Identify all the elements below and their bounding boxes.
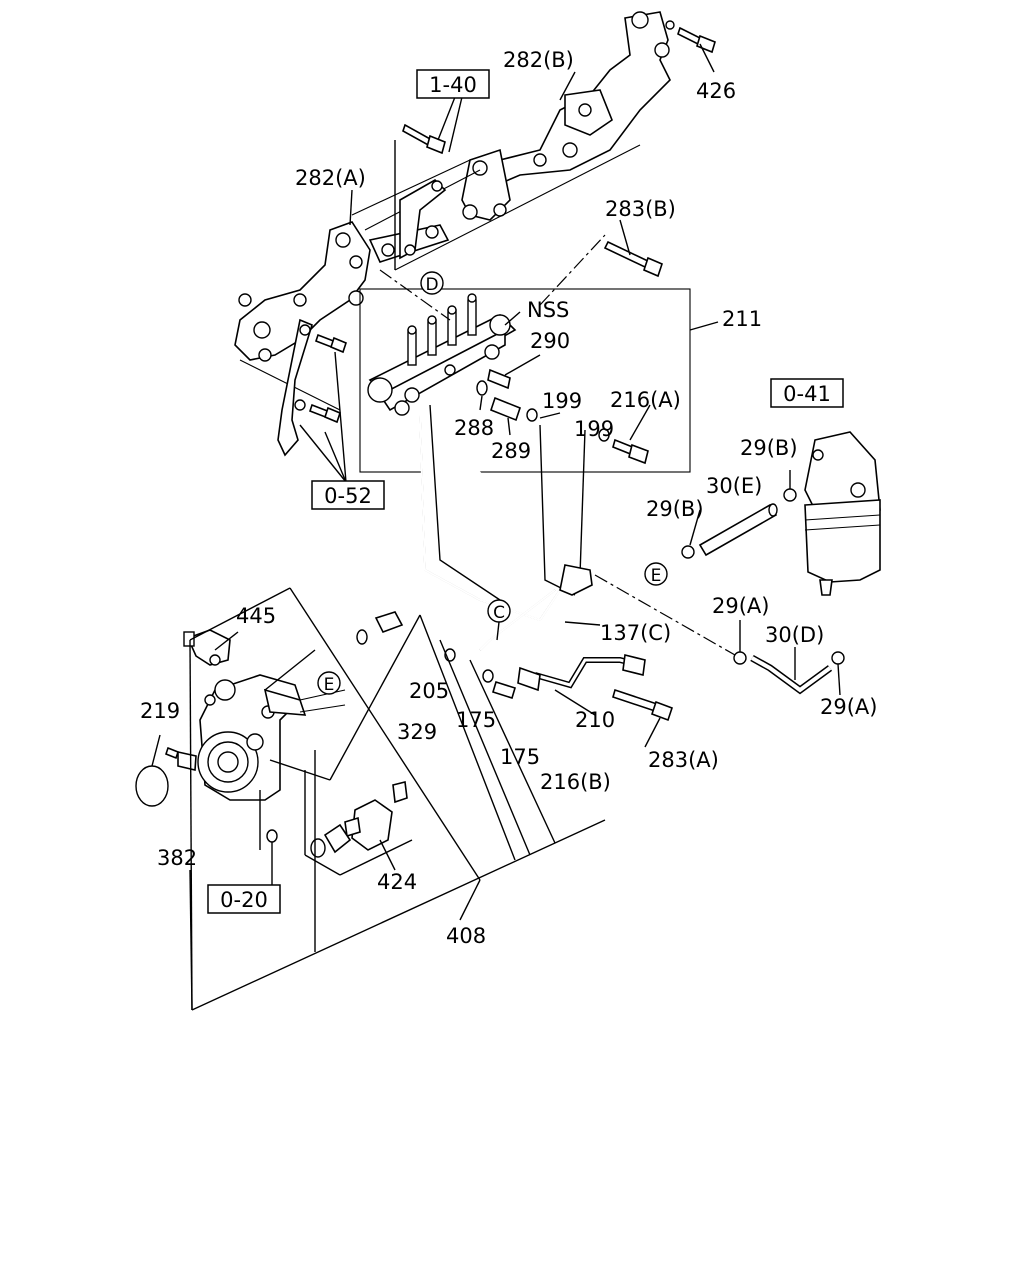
connector-d: D: [420, 271, 444, 295]
callout-408: 408: [446, 924, 486, 948]
callout-29b-left: 29(B): [646, 497, 704, 521]
ref-box-label: 0-20: [220, 888, 268, 912]
callout-283a: 283(A): [648, 748, 719, 772]
connector-e-filter: E: [644, 562, 668, 586]
callout-426: 426: [696, 79, 736, 103]
clamp-29b-left: [681, 545, 695, 559]
bracket-282b: [461, 11, 671, 221]
washers-175: [444, 648, 494, 683]
pipe-137c: [419, 404, 593, 651]
fuel-filter: [804, 431, 881, 596]
bolt-0-52-upper: [315, 333, 347, 354]
bolt-283b: [603, 240, 663, 278]
callout-382: 382: [157, 846, 197, 870]
connector-c-label: C: [493, 603, 505, 623]
key-382: [165, 746, 179, 760]
washer-199-b: [598, 428, 610, 442]
callout-282b: 282(B): [503, 48, 574, 72]
connector-e-label: E: [651, 566, 662, 586]
bolt-1-40: [402, 123, 446, 155]
callout-175-a: 175: [456, 708, 496, 732]
clamp-29b-top: [783, 488, 797, 502]
valve-424: [310, 781, 408, 858]
ref-box-1-40[interactable]: 1-40: [416, 69, 490, 99]
callout-nss: NSS: [527, 298, 569, 322]
callout-labels: 426 282(B) 282(A) 283(B) 211 NSS 290 199…: [140, 48, 877, 948]
washer-0-20: [266, 829, 278, 843]
leader-382: [189, 869, 193, 1011]
clamp-29a-left: [733, 651, 747, 665]
callout-199-a: 199: [542, 389, 582, 413]
common-rail-211: [367, 293, 517, 416]
fitting-329: [356, 611, 404, 645]
callout-211: 211: [722, 307, 762, 331]
plug-289: [490, 396, 521, 422]
washer-288: [476, 380, 488, 396]
callout-216b: 216(B): [540, 770, 611, 794]
ref-box-label: 0-52: [324, 484, 372, 508]
callout-288: 288: [454, 416, 494, 440]
callout-445: 445: [236, 604, 276, 628]
washer-199-a: [526, 408, 538, 422]
sensor-290: [487, 368, 511, 390]
callout-210: 210: [575, 708, 615, 732]
callout-283b: 283(B): [605, 197, 676, 221]
bolt-216a: [612, 438, 649, 465]
callout-29b-top: 29(B): [740, 436, 798, 460]
callout-29a-right: 29(A): [820, 695, 877, 719]
callout-282a: 282(A): [295, 166, 366, 190]
leader-408: [459, 879, 481, 921]
bracket-282a: [234, 221, 450, 362]
callout-199-b: 199: [574, 417, 614, 441]
dash-line-3: [594, 574, 736, 656]
oring-219: [135, 765, 169, 807]
bracket-frame-lines: [239, 144, 641, 457]
ref-box-0-41[interactable]: 0-41: [770, 378, 844, 408]
hose-30d: [750, 654, 833, 695]
callout-216a: 216(A): [610, 388, 681, 412]
ref-box-0-20[interactable]: 0-20: [207, 884, 281, 914]
callout-289: 289: [491, 439, 531, 463]
connector-d-label: D: [425, 275, 438, 295]
fitting-445: [183, 629, 231, 666]
bolt-283a: [612, 688, 674, 722]
callout-30e: 30(E): [706, 474, 762, 498]
supply-pump: [177, 674, 346, 801]
callout-29a-top: 29(A): [712, 594, 769, 618]
ref-box-label: 1-40: [429, 73, 477, 97]
ref-box-0-52[interactable]: 0-52: [311, 480, 385, 510]
connector-e-label: E: [324, 675, 335, 695]
connector-c: C: [487, 599, 511, 641]
bolt-0-52-lower: [309, 403, 341, 424]
callout-329: 329: [397, 720, 437, 744]
bolt-216b: [492, 680, 516, 700]
rail-assembly-box: [359, 288, 691, 473]
callout-175-b: 175: [500, 745, 540, 769]
callout-290: 290: [530, 329, 570, 353]
bolt-426: [665, 20, 716, 54]
callout-205: 205: [409, 679, 449, 703]
dash-line-1: [379, 269, 451, 321]
ref-box-label: 0-41: [783, 382, 831, 406]
dash-line-2: [539, 234, 606, 306]
leader-lines: [151, 43, 841, 885]
hose-30e: [698, 503, 778, 557]
connector-e-pump: E: [317, 671, 341, 695]
callout-30d: 30(D): [765, 623, 824, 647]
clamp-29a-right: [831, 651, 845, 665]
callout-424: 424: [377, 870, 417, 894]
callout-219: 219: [140, 699, 180, 723]
callout-137c: 137(C): [600, 621, 671, 645]
pipe-210: [517, 654, 646, 692]
